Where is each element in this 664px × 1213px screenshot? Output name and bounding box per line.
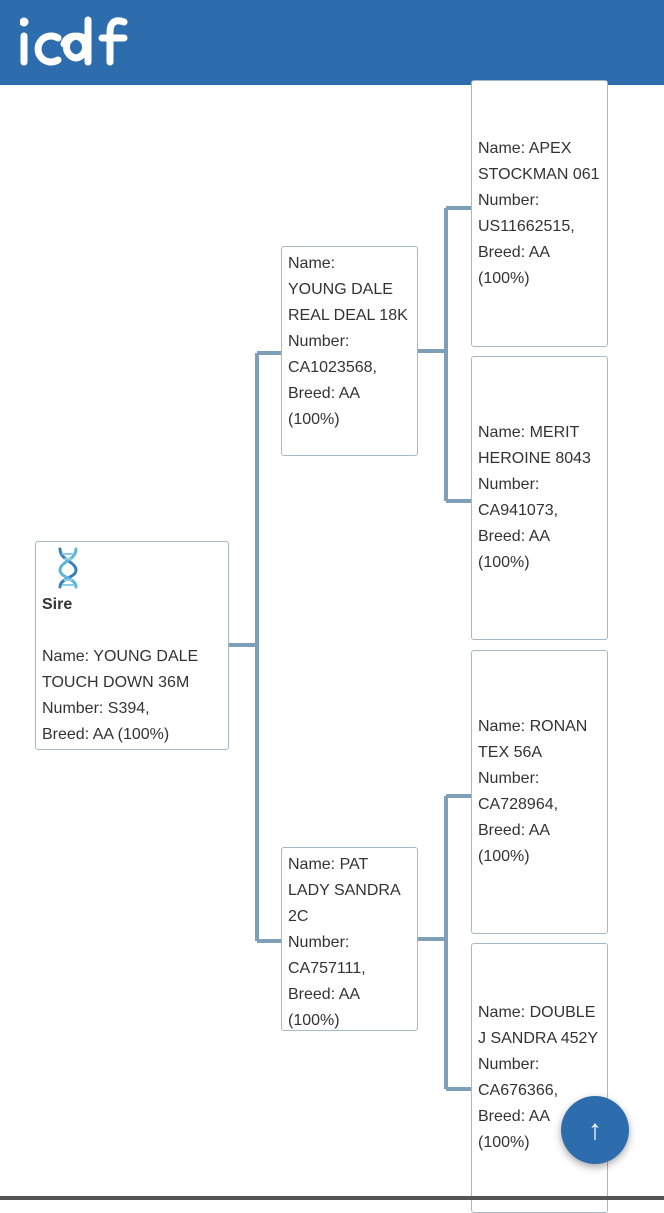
grandparent-card-3[interactable]: Name: RONAN TEX 56A Number: CA728964, Br… bbox=[471, 650, 608, 934]
parent-name: LADY SANDRA 2C bbox=[288, 882, 400, 925]
grandparent-number-label: Number: bbox=[478, 770, 540, 787]
grandparent-card-1[interactable]: Name: APEX STOCKMAN 061 Number: US116625… bbox=[471, 80, 608, 347]
grandparent-breed: Breed: AA (100%) bbox=[478, 1108, 550, 1151]
scroll-to-top-button[interactable]: ↑ bbox=[561, 1096, 629, 1164]
sire-breed: Breed: AA (100%) bbox=[42, 726, 170, 743]
parent-number: CA1023568, bbox=[288, 359, 377, 376]
grandparent-number: CA728964, bbox=[478, 796, 559, 813]
parent-card-sire-of-sire[interactable]: Name: YOUNG DALE REAL DEAL 18K Number: C… bbox=[281, 246, 418, 456]
grandparent-breed: Breed: AA (100%) bbox=[478, 822, 550, 865]
grandparent-number-label: Number: bbox=[478, 191, 540, 209]
grandparent-name: Name: MERIT HEROINE 8043 bbox=[478, 424, 591, 467]
grandparent-name: Name: APEX STOCKMAN 061 bbox=[478, 139, 600, 183]
parent-name-label: Name: PAT bbox=[288, 856, 369, 873]
sire-label: Sire bbox=[42, 596, 73, 613]
arrow-up-icon: ↑ bbox=[588, 1114, 602, 1145]
parent-number-label: Number: bbox=[288, 333, 350, 350]
grandparent-number: US11662515, bbox=[478, 217, 575, 235]
grandparent-breed: Breed: AA (100%) bbox=[478, 243, 550, 287]
parent-breed: Breed: AA (100%) bbox=[288, 986, 360, 1029]
grandparent-card-4[interactable]: Name: DOUBLE J SANDRA 452Y Number: CA676… bbox=[471, 943, 608, 1213]
icbf-logo-mark bbox=[19, 16, 128, 66]
parent-breed: Breed: AA (100%) bbox=[288, 385, 360, 428]
dna-icon bbox=[58, 547, 78, 589]
grandparent-name: Name: DOUBLE J SANDRA 452Y bbox=[478, 1004, 599, 1047]
app-header: icbf bbox=[0, 0, 664, 85]
parent-number-label: Number: bbox=[288, 934, 350, 951]
sire-number: Number: S394, bbox=[42, 700, 150, 717]
grandparent-name: Name: RONAN TEX 56A bbox=[478, 718, 588, 761]
parent-name-label: Name: bbox=[288, 255, 336, 272]
sire-card[interactable]: Sire Name: YOUNG DALE TOUCH DOWN 36M Num… bbox=[35, 541, 229, 750]
parent-name: YOUNG DALE REAL DEAL 18K bbox=[288, 281, 408, 324]
parent-card-dam-of-sire[interactable]: Name: PAT LADY SANDRA 2C Number: CA75711… bbox=[281, 847, 418, 1031]
grandparent-number: CA941073, bbox=[478, 502, 559, 519]
bottom-divider bbox=[0, 1196, 664, 1200]
sire-name: Name: YOUNG DALE TOUCH DOWN 36M bbox=[42, 648, 199, 691]
grandparent-number-label: Number: bbox=[478, 476, 540, 493]
parent-number: CA757111, bbox=[288, 960, 366, 977]
grandparent-number: CA676366, bbox=[478, 1082, 559, 1099]
icbf-logo[interactable]: icbf bbox=[19, 14, 136, 68]
grandparent-number-label: Number: bbox=[478, 1056, 540, 1073]
grandparent-card-2[interactable]: Name: MERIT HEROINE 8043 Number: CA94107… bbox=[471, 356, 608, 640]
grandparent-breed: Breed: AA (100%) bbox=[478, 528, 550, 571]
